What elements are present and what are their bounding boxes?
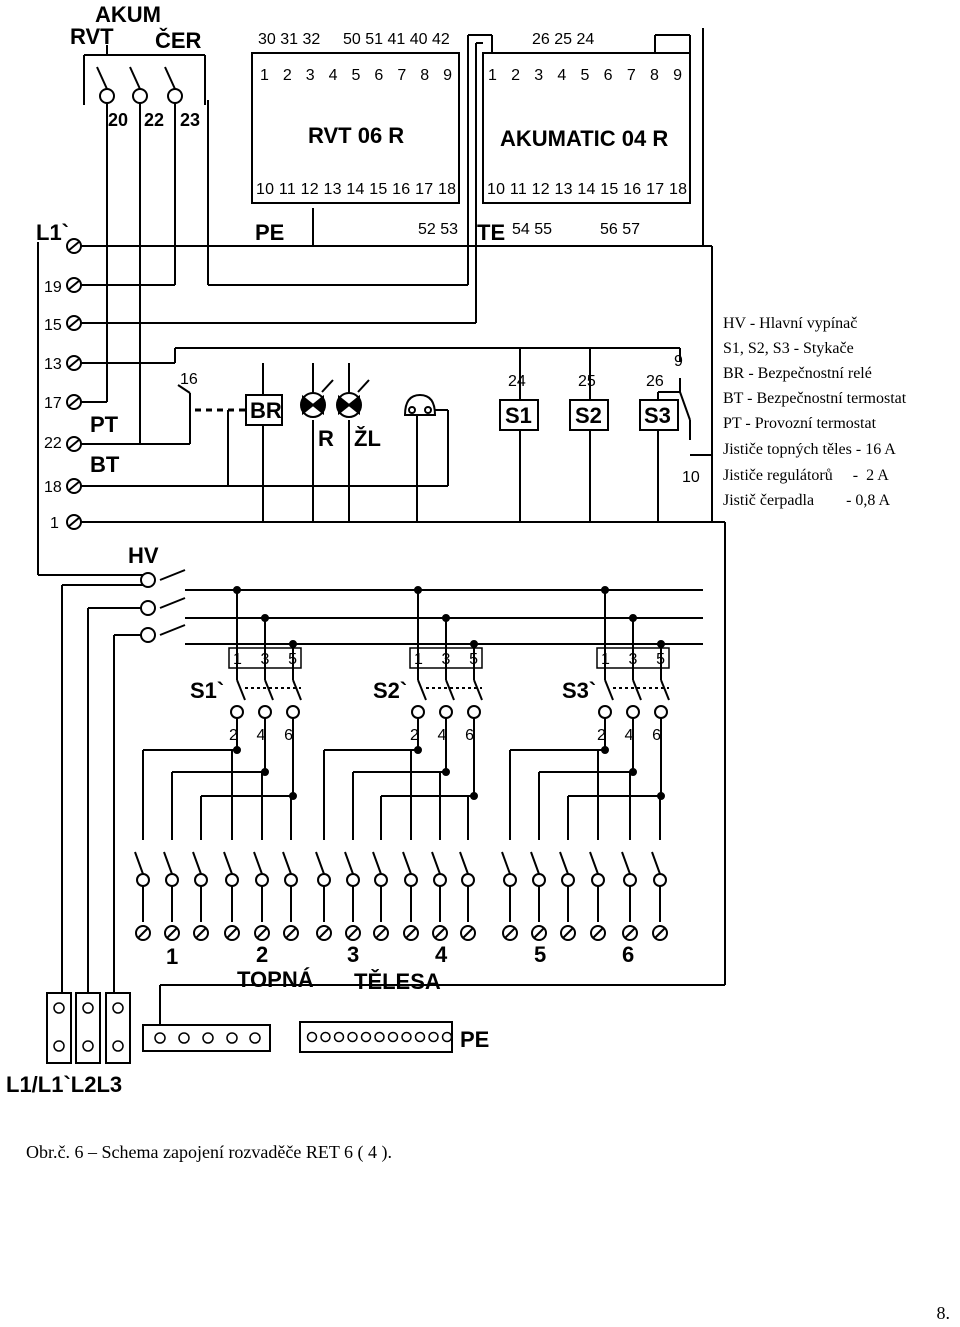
terminal-16: 16 xyxy=(180,371,198,388)
terminal-10: 10 xyxy=(682,469,700,486)
heater-4: 4 xyxy=(435,942,448,967)
figure-caption: Obr.č. 6 – Schema zapojení rozvaděče RET… xyxy=(26,1142,393,1162)
label-s3: S3 xyxy=(644,403,671,428)
label-pe: PE xyxy=(255,220,284,245)
legend-item: PT - Provozní termostat xyxy=(723,415,877,432)
akumatic-module-box xyxy=(482,52,691,204)
aku-pins-bottom-b: 56 57 xyxy=(600,221,640,238)
relay-contact-23 xyxy=(167,88,183,104)
heater-2: 2 xyxy=(256,942,268,967)
s1-coil-box xyxy=(499,399,539,431)
pump-icon xyxy=(403,393,437,416)
rvt-pins-row2: 10 11 12 13 14 15 16 17 18 xyxy=(256,181,456,198)
label-23: 23 xyxy=(180,110,200,130)
legend-item: S1, S2, S3 - Stykače xyxy=(723,340,854,357)
wiring-diagram: AKUM RVT ČER 20 22 23 30 31 32 50 51 41 … xyxy=(6,2,907,1097)
label-te: TE xyxy=(477,220,505,245)
aku-pins-row1: 1 2 3 4 5 6 7 8 9 xyxy=(488,67,682,84)
rvt-pins-top-b: 50 51 41 40 42 xyxy=(343,31,450,48)
label-s2-contactor: S2` xyxy=(373,678,407,703)
label-pe-bottom: PE xyxy=(460,1027,489,1052)
rvt-pins-row1: 1 2 3 4 5 6 7 8 9 xyxy=(260,67,452,84)
legend-item: Jističe regulátorů - 2 A xyxy=(723,467,889,484)
terminal-19: 19 xyxy=(44,279,62,296)
label-rvt: RVT xyxy=(70,24,114,49)
label-hv: HV xyxy=(128,543,159,568)
label-r: R xyxy=(318,426,334,451)
aku-pins-row2: 10 11 12 13 14 15 16 17 18 xyxy=(487,181,687,198)
contactor-pins-top: 1 3 5 xyxy=(233,651,297,668)
coil-26: 26 xyxy=(646,373,664,390)
heater-5: 5 xyxy=(534,942,546,967)
terminal-15: 15 xyxy=(44,317,62,334)
rvt-pins-bottom: 52 53 xyxy=(418,221,458,238)
legend-item: BR - Bezpečnostní relé xyxy=(723,365,872,382)
rvt-pins-top-a: 30 31 32 xyxy=(258,31,320,48)
contactor-pins-top: 1 3 5 xyxy=(414,651,478,668)
legend: HV - Hlavní vypínač S1, S2, S3 - Stykače… xyxy=(723,315,907,509)
legend-item: Jističe topných těles - 16 A xyxy=(723,441,896,458)
terminal-13: 13 xyxy=(44,356,62,373)
label-phases: L1/L1`L2L3 xyxy=(6,1072,122,1097)
relay-contact-20 xyxy=(99,88,115,104)
label-br: BR xyxy=(250,398,282,423)
heater-3: 3 xyxy=(347,942,359,967)
terminal-1: 1 xyxy=(50,515,59,532)
aku-pins-bottom-a: 54 55 xyxy=(512,221,552,238)
contactor-pins-bottom: 2 4 6 xyxy=(410,727,474,744)
label-s1: S1 xyxy=(505,403,532,428)
terminal-22: 22 xyxy=(44,435,62,452)
label-cer: ČER xyxy=(155,28,202,53)
s3-coil-box xyxy=(639,399,679,431)
rvt-title: RVT 06 R xyxy=(308,123,404,148)
heater-6: 6 xyxy=(622,942,634,967)
coil-25: 25 xyxy=(578,373,596,390)
s2-coil-box xyxy=(569,399,609,431)
legend-item: HV - Hlavní vypínač xyxy=(723,315,857,332)
terminal-17: 17 xyxy=(44,395,62,412)
relay-contact-22 xyxy=(132,88,148,104)
legend-item: BT - Bezpečnostní termostat xyxy=(723,390,907,407)
terminal-9: 9 xyxy=(674,353,683,370)
label-s2: S2 xyxy=(575,403,602,428)
label-22: 22 xyxy=(144,110,164,130)
contactor-pins-bottom: 2 4 6 xyxy=(229,727,293,744)
terminal-18: 18 xyxy=(44,479,62,496)
contactor-pins-top: 1 3 5 xyxy=(601,651,665,668)
page-number: 8. xyxy=(936,1303,951,1323)
aku-pins-top: 26 25 24 xyxy=(532,31,594,48)
label-telesa: TĚLESA xyxy=(354,969,441,994)
label-s1-contactor: S1` xyxy=(190,678,224,703)
br-relay-box xyxy=(245,394,283,426)
label-zl: ŽL xyxy=(354,426,381,451)
contactor-pins-bottom: 2 4 6 xyxy=(597,727,661,744)
label-bt: BT xyxy=(90,452,120,477)
label-20: 20 xyxy=(108,110,128,130)
legend-item: Jistič čerpadla - 0,8 A xyxy=(723,492,891,509)
heater-1: 1 xyxy=(166,944,178,969)
akumatic-title: AKUMATIC 04 R xyxy=(500,126,668,151)
coil-24: 24 xyxy=(508,373,526,390)
label-s3-contactor: S3` xyxy=(562,678,596,703)
label-akum: AKUM xyxy=(95,2,161,27)
label-l1: L1` xyxy=(36,220,69,245)
rvt-module-box xyxy=(251,52,460,204)
label-pt: PT xyxy=(90,412,119,437)
label-topna: TOPNÁ xyxy=(237,967,314,992)
